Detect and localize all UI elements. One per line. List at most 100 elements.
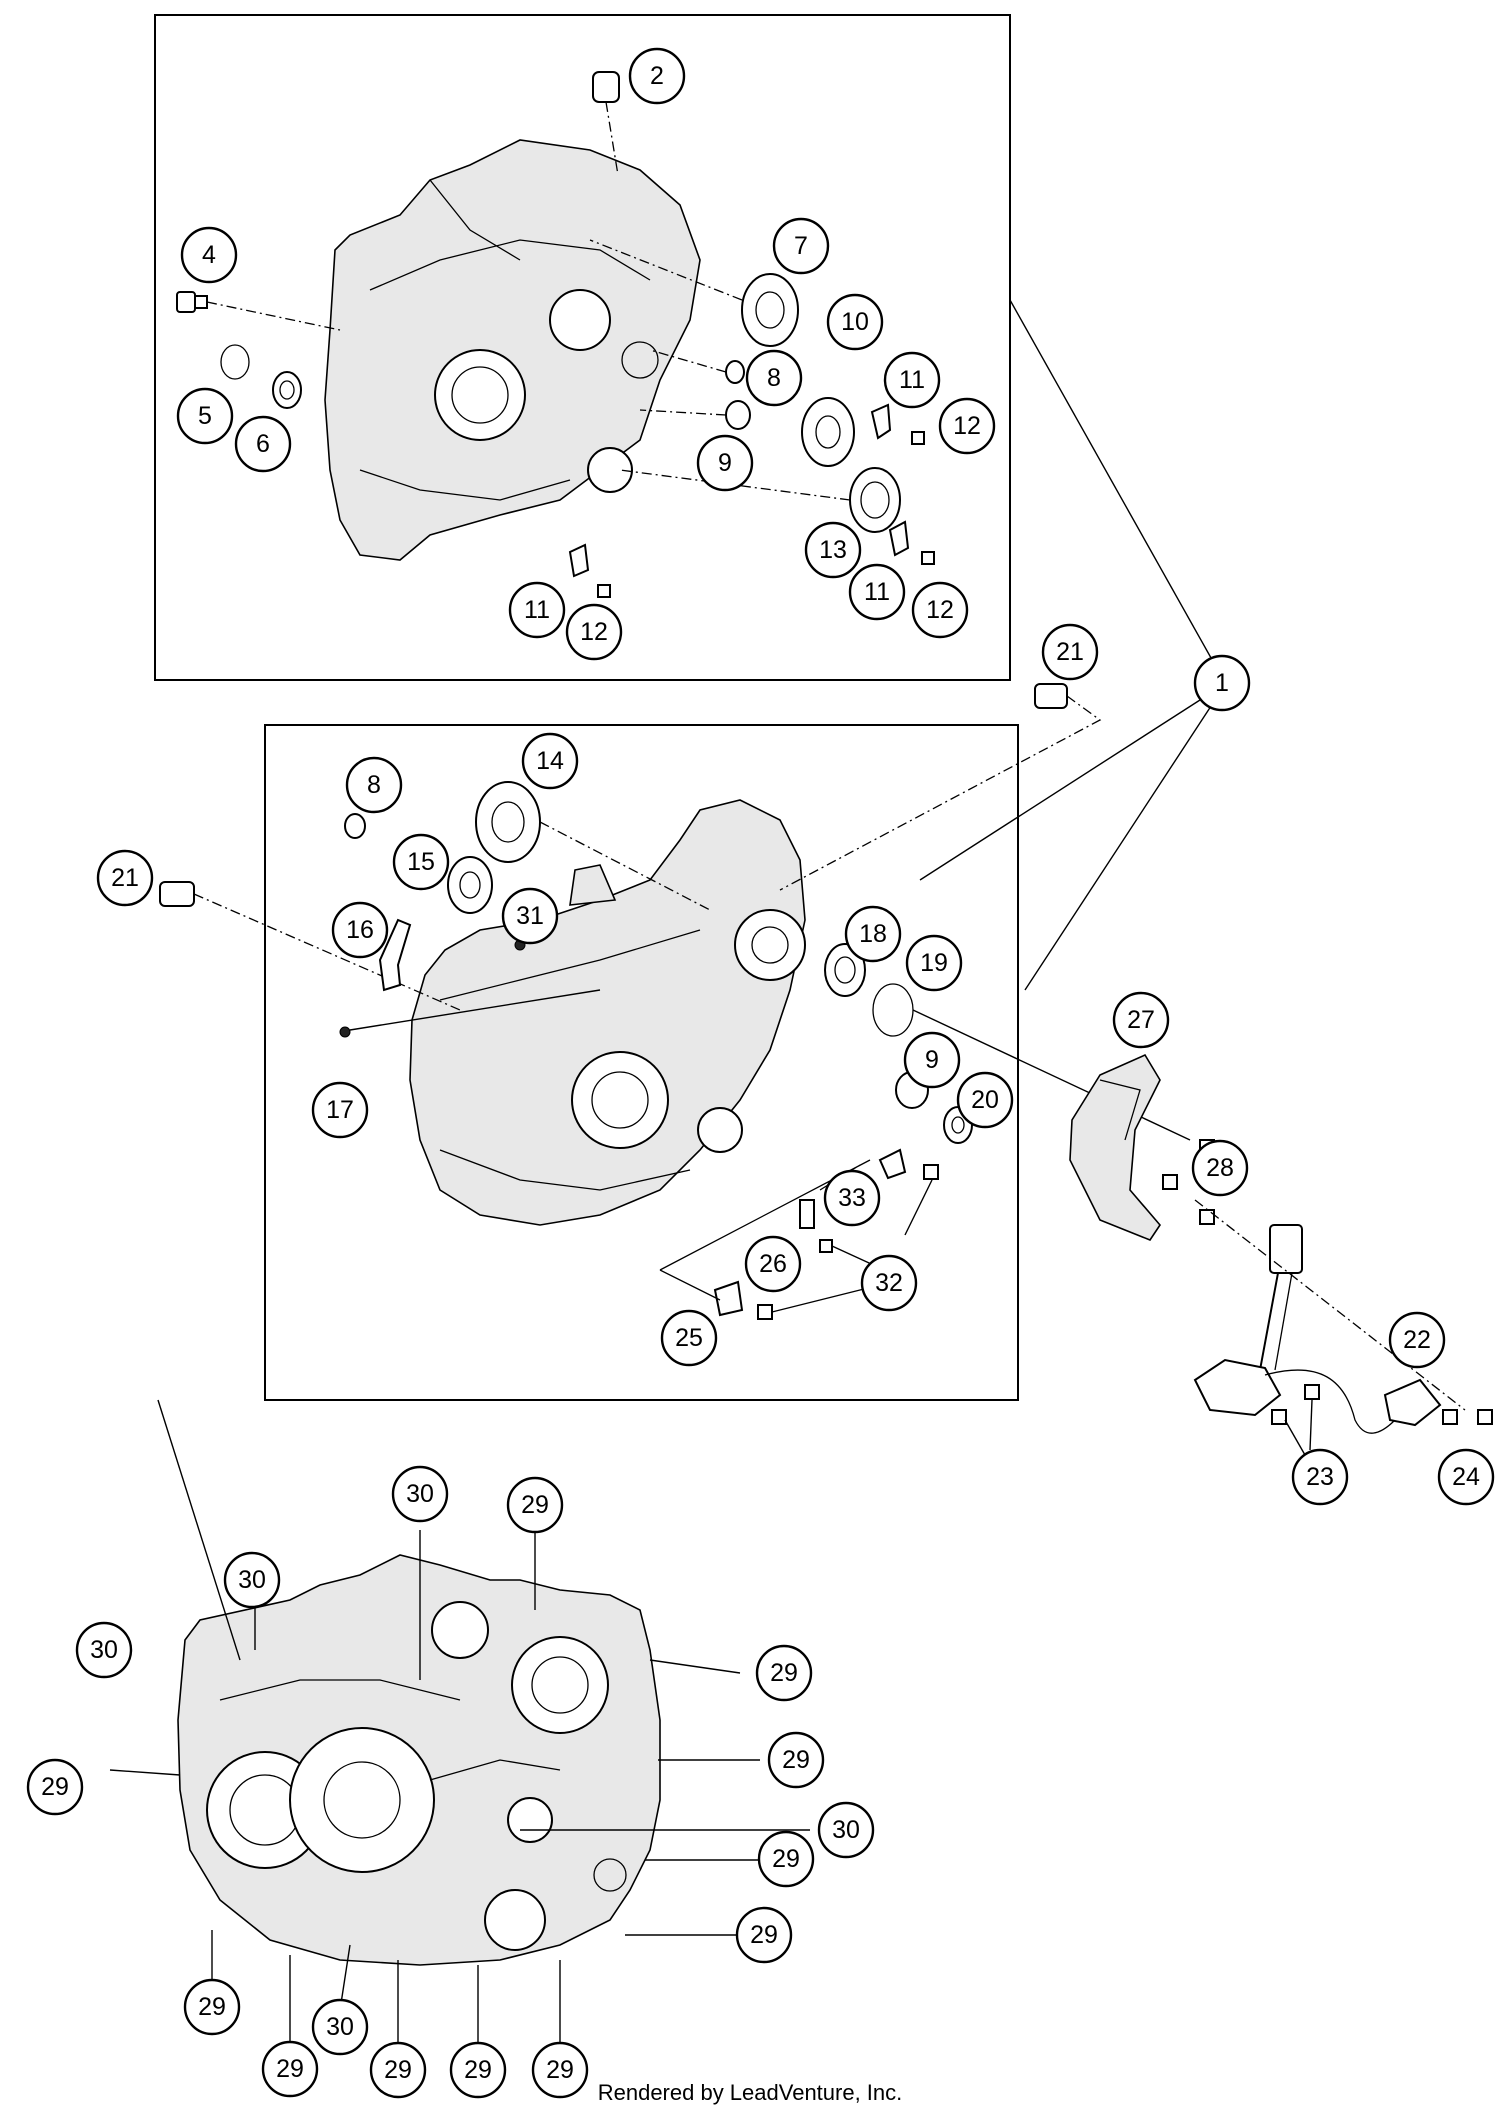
callout-29-top-center: 29 [506,1476,564,1534]
seal-part-13 [619,467,901,533]
callout-23: 23 [1291,1448,1349,1506]
leaders-lower [109,1399,810,2070]
callout-19: 19 [905,934,963,992]
callout-32: 32 [860,1254,918,1312]
callout-11-mid: 11 [848,563,906,621]
callout-30-top-left: 30 [223,1551,281,1609]
callout-29-bottom-4: 29 [449,2041,507,2099]
harness-part-22 [1193,1199,1466,1434]
bolts-part-23 [1271,1384,1320,1456]
callout-30-bottom: 30 [311,1998,369,2056]
svg-text:29: 29 [198,1993,226,2021]
svg-text:23: 23 [1306,1463,1334,1491]
callout-8-middle: 8 [345,756,403,814]
callout-10: 10 [826,293,884,351]
upper-crankcase-half [324,139,701,561]
bearing-part-10 [801,397,855,467]
svg-text:33: 33 [838,1184,866,1212]
svg-text:18: 18 [859,920,887,948]
svg-text:12: 12 [953,412,981,440]
svg-text:21: 21 [1056,638,1084,666]
circlip-part-19 [872,983,1191,1141]
callout-12-lower: 12 [565,603,623,661]
svg-text:29: 29 [770,1659,798,1687]
svg-text:29: 29 [750,1921,778,1949]
callout-21-right: 21 [1041,623,1099,681]
svg-text:11: 11 [899,366,925,394]
svg-text:9: 9 [925,1046,939,1074]
dowel-part-8-middle [344,813,366,839]
bushing-part-9-upper [639,400,751,430]
callout-8-upper: 8 [745,349,803,407]
svg-text:15: 15 [407,848,435,876]
svg-text:27: 27 [1127,1006,1155,1034]
callout-18: 18 [844,905,902,963]
retainer-part-33 [878,1148,939,1236]
leader-part-1-lower [1024,699,1216,991]
retainer-part-11-upper [870,403,925,445]
sensor-part-26 [799,1199,881,1269]
svg-text:11: 11 [864,578,890,606]
callout-26: 26 [744,1235,802,1293]
callout-5: 5 [176,387,234,445]
svg-text:29: 29 [464,2056,492,2084]
circlip-part-5 [220,344,250,380]
callout-14: 14 [521,732,579,790]
svg-text:11: 11 [524,596,550,624]
callout-29-bottom-2: 29 [261,2040,319,2098]
dowel-part-21-right [779,683,1102,891]
svg-text:19: 19 [920,949,948,977]
callout-2: 2 [628,47,686,105]
svg-text:14: 14 [536,747,564,775]
svg-text:21: 21 [111,864,139,892]
svg-text:30: 30 [832,1816,860,1844]
callout-28: 28 [1191,1139,1249,1197]
middle-assembly-frame [264,724,1019,1401]
bearing-part-15 [447,856,493,914]
callout-30-top-center: 30 [391,1465,449,1523]
svg-text:29: 29 [276,2055,304,2083]
svg-text:6: 6 [256,430,270,458]
callout-13: 13 [804,521,862,579]
callout-12-upper: 12 [938,397,996,455]
retainer-part-11-lower-right [888,520,935,565]
svg-text:29: 29 [782,1746,810,1774]
callout-11-upper: 11 [883,351,941,409]
callout-1: 1 [1193,654,1251,712]
svg-text:7: 7 [794,232,808,260]
svg-text:25: 25 [675,1324,703,1352]
svg-text:30: 30 [406,1480,434,1508]
svg-text:9: 9 [718,449,732,477]
callout-31: 31 [501,887,559,945]
callout-7: 7 [772,217,830,275]
retainer-part-11-lower-left [568,543,611,598]
svg-text:12: 12 [580,618,608,646]
callout-11-lower: 11 [508,581,566,639]
svg-text:8: 8 [367,771,381,799]
svg-text:24: 24 [1452,1463,1480,1491]
render-credit: Rendered by LeadVenture, Inc. [597,2080,903,2105]
svg-text:29: 29 [772,1845,800,1873]
callout-29-right-4: 29 [735,1906,793,1964]
callout-6: 6 [234,415,292,473]
dowel-part-8-upper [649,349,745,384]
svg-text:29: 29 [546,2056,574,2084]
svg-text:2: 2 [650,62,664,90]
bearing-part-7 [589,239,799,347]
svg-text:30: 30 [326,2013,354,2041]
callout-29-left: 29 [26,1758,84,1816]
bolt-part-4 [176,291,341,331]
svg-text:20: 20 [971,1086,999,1114]
callout-9-upper: 9 [696,434,754,492]
svg-text:8: 8 [767,364,781,392]
svg-text:28: 28 [1206,1154,1234,1182]
seal-part-6 [272,371,302,409]
callout-12-mid: 12 [911,581,969,639]
svg-text:13: 13 [819,536,847,564]
callout-20: 20 [956,1071,1014,1129]
callout-9-middle: 9 [903,1031,961,1089]
cover-part-27 [1069,1053,1215,1241]
svg-text:32: 32 [875,1269,903,1297]
bearing-part-14 [475,781,711,911]
